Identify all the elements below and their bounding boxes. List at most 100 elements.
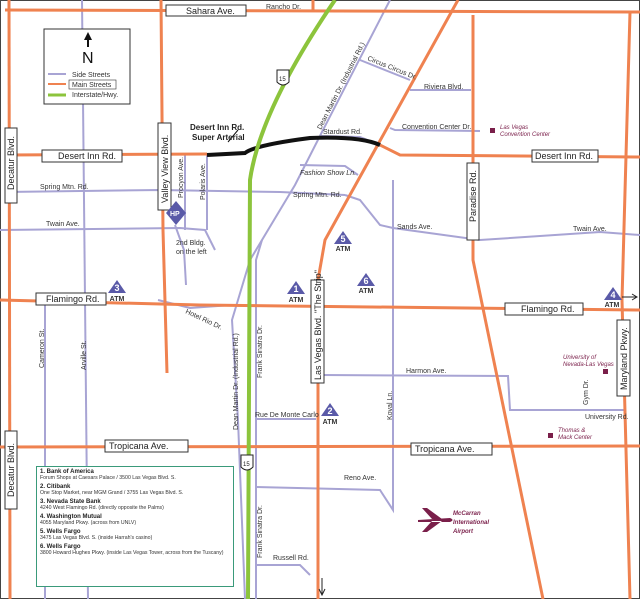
street-label: Flamingo Rd. <box>46 294 100 304</box>
street-label: Las Vegas <box>500 125 528 131</box>
street-label: 1 <box>293 284 298 294</box>
street-label: 4 <box>610 290 615 300</box>
street-label: Procyon Ave. <box>178 157 185 198</box>
street-label: Thomas & <box>558 428 585 434</box>
street-label: McCarran <box>453 511 481 517</box>
main-street-labels: Sahara Ave. Desert Inn Rd. Desert Inn Rd… <box>4 4 631 510</box>
street-label: HP <box>170 211 180 218</box>
street-label: Paradise Rd. <box>468 170 478 222</box>
street-label: Gym Dr. <box>583 379 590 405</box>
street-label: Koval Ln. <box>387 391 394 420</box>
street-label: Arville St. <box>81 340 88 370</box>
legend: N Side Streets Main Streets Interstate/H… <box>43 28 131 105</box>
street-label: Forum Shops at Caesars Palace / 3500 Las… <box>40 475 176 481</box>
street-label: Mack Center <box>558 435 593 441</box>
street-label: Super Arterial <box>192 133 245 142</box>
street-label: Rue De Monte Carlo <box>255 412 319 419</box>
street-label: 3800 Howard Hughes Pkwy. (inside Las Veg… <box>40 550 224 556</box>
street-label: ATM <box>336 246 351 253</box>
street-label: 15 <box>243 462 250 468</box>
poi-convention-center[interactable]: Las Vegas Convention Center <box>490 125 551 138</box>
street-label: Desert Inn Rd. <box>535 151 593 161</box>
super-arterial <box>206 135 381 157</box>
street-label: Cameron St. <box>39 329 46 368</box>
street-label: 15 <box>279 77 286 83</box>
street-label: ATM <box>359 288 374 295</box>
street-label: 4. Washington Mutual <box>40 514 102 520</box>
street-label: ATM <box>323 419 338 426</box>
street-label: University of <box>563 355 597 361</box>
street-label: Convention Center Dr. <box>402 124 471 131</box>
street-label: 2nd Bldg. <box>176 240 206 247</box>
street-label: International <box>453 520 489 526</box>
poi-unlv[interactable]: University of Nevada-Las Vegas <box>563 355 614 374</box>
street-label: 4055 Maryland Pkwy. (across from UNLV) <box>40 520 137 526</box>
street-label: 5 <box>340 234 345 244</box>
arrow-down-icon <box>318 578 326 597</box>
interstate-shield-icon: 15 <box>240 454 254 471</box>
street-label: Decatur Blvd. <box>6 443 16 497</box>
airplane-icon <box>418 508 453 532</box>
poi-airport[interactable]: McCarran International Airport <box>418 508 489 535</box>
street-label: Rancho Dr. <box>266 4 301 11</box>
street-label: Stardust Rd. <box>323 129 362 136</box>
street-label: University Rd. <box>585 414 629 421</box>
legend-hwy: Interstate/Hwy. <box>72 92 118 99</box>
street-label: One Stop Market, near MGM Grand / 3755 L… <box>40 490 184 496</box>
north-label: N <box>82 50 94 67</box>
street-label: Spring Mtn. Rd. <box>40 184 89 191</box>
street-label: Sands Ave. <box>397 224 432 231</box>
street-label: ATM <box>110 296 125 303</box>
north-arrow-icon <box>84 32 92 47</box>
street-label: on the left <box>176 249 207 256</box>
street-label: Decatur Blvd. <box>6 136 16 190</box>
street-label: 2. Citibank <box>40 484 71 490</box>
street-label: Sahara Ave. <box>186 6 235 16</box>
street-label: Russell Rd. <box>273 555 309 562</box>
street-label: Tropicana Ave. <box>109 441 169 451</box>
street-label: Frank Sinatra Dr. <box>257 325 264 378</box>
street-label: 3475 Las Vegas Blvd. S. (inside Harrah's… <box>40 535 153 541</box>
street-label: 6. Wells Fargo <box>40 544 81 550</box>
street-label: Twain Ave. <box>573 226 607 233</box>
street-label: 3 <box>114 283 119 293</box>
street-label: Spring Mtn. Rd. <box>293 192 342 199</box>
street-label: 4240 West Flamingo Rd. (directly opposit… <box>40 505 164 511</box>
street-label: 1. Bank of America <box>40 469 94 475</box>
street-label: ATM <box>605 302 620 309</box>
legend-side: Side Streets <box>72 72 111 79</box>
street-label: 3. Nevada State Bank <box>40 499 101 505</box>
arrow-right-icon <box>622 293 638 301</box>
poi-thomas-mack[interactable]: Thomas & Mack Center <box>548 428 593 441</box>
street-label: Las Vegas Blvd. "The Strip" <box>313 270 323 380</box>
street-label: Polaris Ave. <box>200 163 207 200</box>
interstate-shield-icon: 15 <box>276 69 290 86</box>
street-label: ATM <box>289 297 304 304</box>
street-label: 2 <box>327 406 332 416</box>
street-label: Riviera Blvd. <box>424 84 463 91</box>
street-label: Maryland Pkwy. <box>619 327 629 390</box>
street-label: Fashion Show Ln. <box>300 170 356 177</box>
street-label: Nevada-Las Vegas <box>563 362 614 368</box>
street-label: Convention Center <box>500 132 551 138</box>
hp-marker[interactable]: HP 2nd Bldg. on the left <box>166 201 207 256</box>
street-label: 5. Wells Fargo <box>40 529 81 535</box>
street-label: Valley View Blvd. <box>160 135 170 203</box>
interstate-15 <box>246 0 337 599</box>
street-label: Desert Inn Rd. <box>190 123 244 132</box>
street-label: Airport <box>452 529 474 535</box>
